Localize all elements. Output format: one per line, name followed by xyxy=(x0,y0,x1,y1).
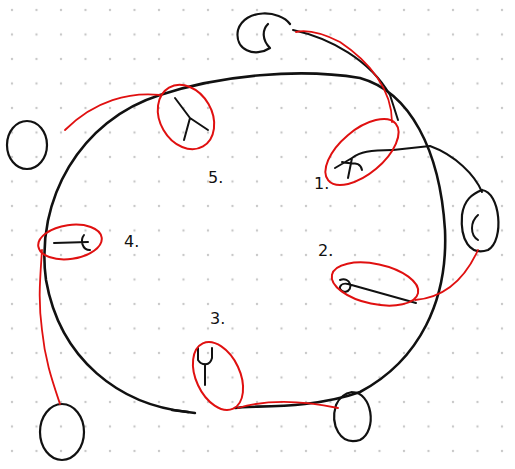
red-loop xyxy=(146,75,225,160)
callout-number: 5. xyxy=(208,170,223,186)
fork-symbol xyxy=(198,348,212,385)
red-loop xyxy=(314,107,410,197)
wire xyxy=(393,146,482,192)
callout-number: 3. xyxy=(210,311,225,327)
fork-symbol xyxy=(335,150,392,178)
red-lead xyxy=(415,250,478,300)
outer-circle xyxy=(40,404,84,460)
outer-circle xyxy=(238,13,290,52)
wire xyxy=(293,30,398,120)
fork-symbol xyxy=(175,98,208,140)
outer-circle xyxy=(334,392,370,441)
outer-circle xyxy=(7,121,47,169)
red-lead xyxy=(65,94,160,130)
outer-circle-mark xyxy=(472,215,478,240)
body-outline xyxy=(44,73,445,412)
callout-number: 1. xyxy=(314,176,329,192)
red-loop xyxy=(36,221,104,264)
red-lead xyxy=(238,402,338,408)
red-loop xyxy=(328,255,422,312)
outline-stroke xyxy=(172,410,195,413)
outer-circle xyxy=(462,190,499,251)
red-loop xyxy=(183,334,253,418)
red-lead xyxy=(40,250,60,404)
callout-number: 2. xyxy=(318,243,333,259)
callout-number: 4. xyxy=(124,234,139,250)
fork-symbol xyxy=(54,235,90,250)
red-lead xyxy=(296,31,392,122)
loop-symbol xyxy=(340,279,416,303)
